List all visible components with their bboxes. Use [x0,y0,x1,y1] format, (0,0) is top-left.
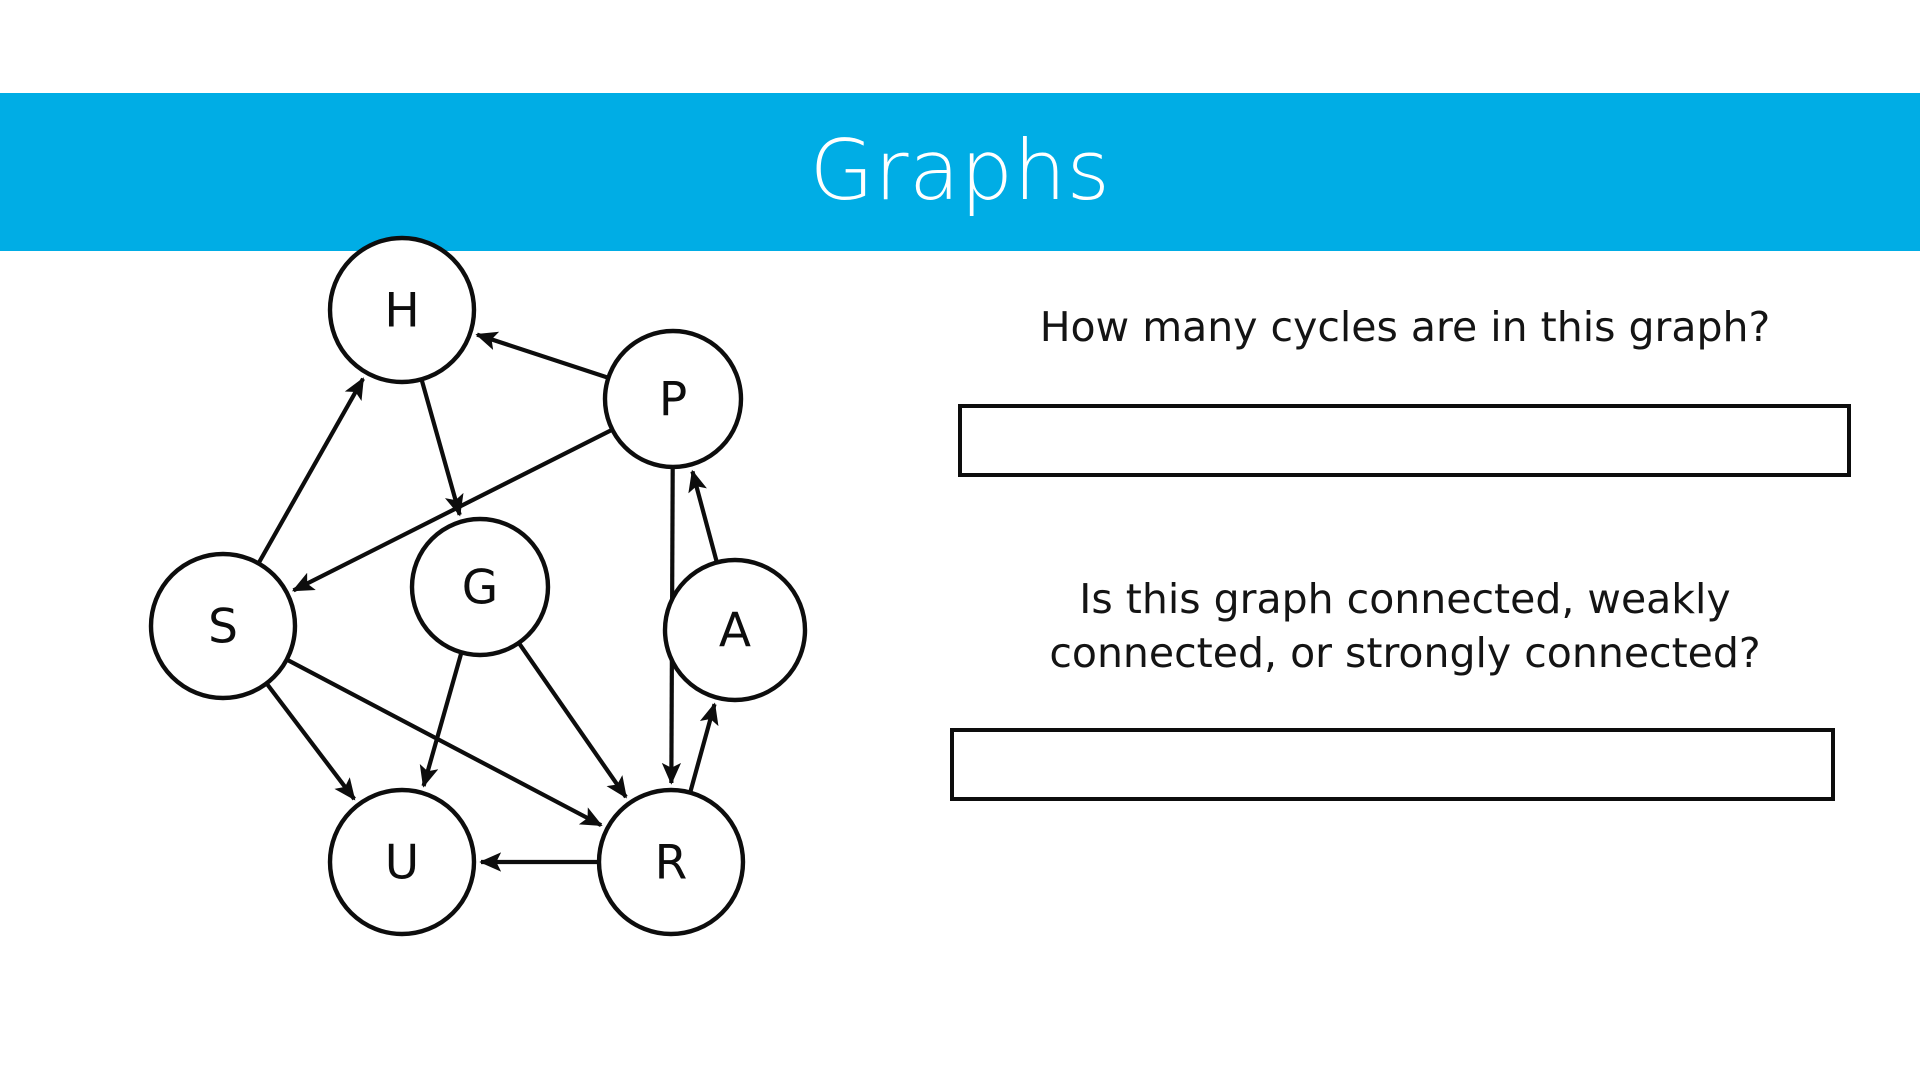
graph-node-label-a: A [719,604,751,659]
graph-node-label-p: P [659,373,687,428]
graph-node-circle-g [409,516,551,658]
graph-node-label-r: R [655,836,688,891]
graph-node-label-u: U [385,836,419,891]
graph-node-s: S [148,551,298,701]
question-2-label: Is this graph connected, weakly connecte… [1049,575,1761,678]
graph-edge-g-to-r [517,642,628,799]
graph-node-circle-h [327,235,477,385]
graph-nodes-layer: H P S G A U R [148,235,808,937]
page-title: Graphs [809,121,1111,219]
graph-edge-h-to-g [419,379,464,517]
graph-node-circle-a [662,557,808,703]
graph-canvas: H P S G A U R [148,235,808,937]
graph-node-label-h: H [384,284,419,339]
graph-node-circle-u [327,787,477,937]
graph-node-label-g: G [462,561,498,616]
graph-node-label-s: S [208,600,238,655]
graph-node-u: U [327,787,477,937]
graph-edge-a-to-p [688,469,719,562]
graph-node-g: G [409,516,551,658]
graph-node-r: R [596,787,746,937]
question-block-2: Is this graph connected, weakly connecte… [950,572,1860,802]
graph-diagram: H P S G A U R [120,235,860,1000]
graph-edge-s-to-h [257,377,365,564]
graph-edge-p-to-h [475,331,609,380]
answer-box-1[interactable] [958,404,1851,478]
question-block-1: How many cycles are in this graph? [950,300,1860,478]
graph-node-a: A [662,557,808,703]
answer-box-2[interactable] [950,728,1835,802]
graph-edge-g-to-u [419,652,464,788]
graph-node-p: P [602,328,744,470]
graph-node-circle-r [596,787,746,937]
question-1-label: How many cycles are in this graph? [1039,303,1771,351]
header-band: Graphs [0,93,1920,251]
graph-edge-r-to-a [688,702,719,793]
graph-edge-s-to-u [265,682,356,801]
graph-node-circle-p [602,328,744,470]
graph-node-circle-s [148,551,298,701]
graph-edge-s-to-r [286,658,603,828]
graph-node-h: H [327,235,477,385]
questions-panel: How many cycles are in this graph? Is th… [950,300,1860,811]
graph-edge-p-to-s [291,428,613,593]
